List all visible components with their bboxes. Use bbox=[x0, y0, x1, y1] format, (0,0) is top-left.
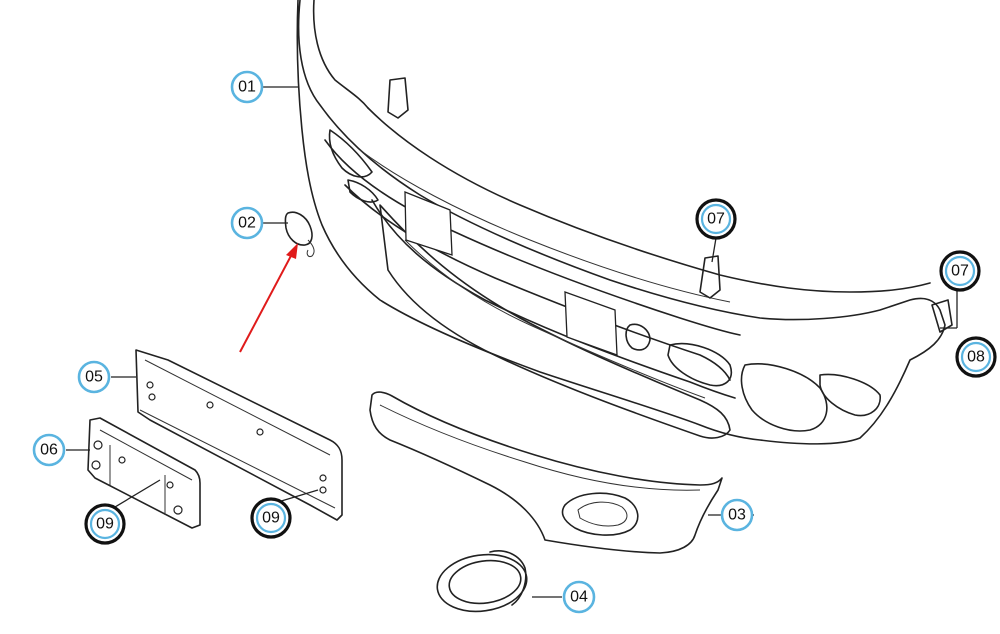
callout-03: 03 bbox=[720, 498, 754, 532]
fog-light-ring bbox=[436, 550, 528, 613]
bumper-cover bbox=[296, 0, 953, 445]
callout-09-left-label: 09 bbox=[96, 516, 114, 533]
callout-09-left: 09 bbox=[84, 503, 126, 545]
callout-07-top-label: 07 bbox=[707, 211, 725, 228]
callout-06: 06 bbox=[32, 433, 66, 467]
license-plate-adapter bbox=[87, 417, 201, 529]
callout-04-label: 04 bbox=[570, 589, 588, 606]
callout-03-label: 03 bbox=[728, 507, 746, 524]
tow-hook-cover bbox=[284, 211, 315, 257]
callout-02: 02 bbox=[230, 206, 264, 240]
callout-06-label: 06 bbox=[40, 442, 58, 459]
callout-04: 04 bbox=[562, 580, 596, 614]
callout-05-label: 05 bbox=[85, 369, 103, 386]
callout-07-right-label: 07 bbox=[951, 263, 969, 280]
callout-08: 08 bbox=[955, 336, 997, 378]
callout-07-top: 07 bbox=[695, 198, 737, 240]
callout-09-right-label: 09 bbox=[262, 510, 280, 527]
lower-trim-panel bbox=[369, 391, 723, 554]
callout-01: 01 bbox=[230, 70, 264, 104]
callout-09-right: 09 bbox=[250, 497, 292, 539]
callout-01-label: 01 bbox=[238, 79, 256, 96]
callout-07-right: 07 bbox=[939, 250, 981, 292]
callout-08-label: 08 bbox=[967, 349, 985, 366]
license-plate-bracket bbox=[135, 349, 343, 521]
callout-05: 05 bbox=[77, 360, 111, 394]
callout-02-label: 02 bbox=[238, 215, 256, 232]
direction-arrow bbox=[239, 243, 298, 353]
